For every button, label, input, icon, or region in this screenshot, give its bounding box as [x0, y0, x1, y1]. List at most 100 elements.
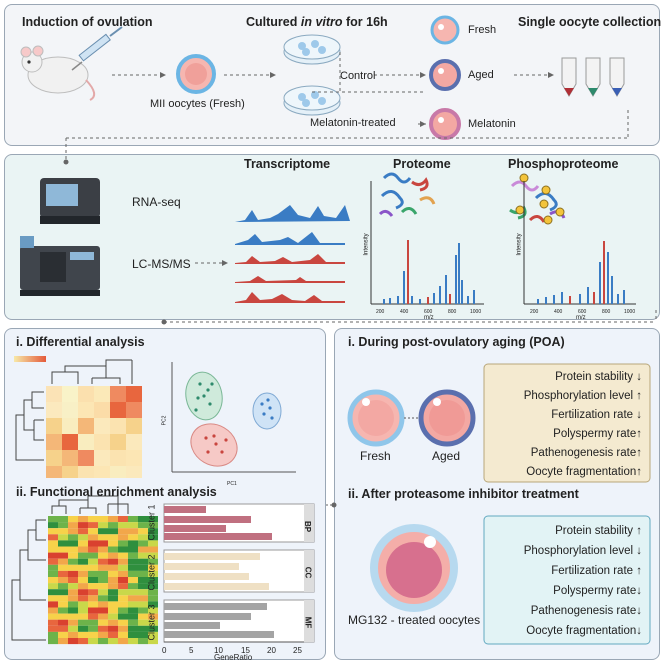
- heatmap-cell: [98, 552, 108, 559]
- heatmap-cell: [78, 534, 88, 541]
- heatmap-cell: [68, 595, 78, 602]
- heatmap-cell: [88, 540, 98, 547]
- heatmap-cell: [128, 564, 138, 571]
- heatmap-cell: [68, 570, 78, 577]
- gr-tick: 15: [241, 646, 250, 655]
- phosphoproteome-spectrum: [523, 181, 636, 305]
- heatmap-cell: [148, 613, 158, 620]
- heatmap-cell: [98, 564, 108, 571]
- heatmap-cell: [78, 558, 88, 565]
- heatmap-cell: [128, 613, 138, 620]
- heatmap-cell: [138, 613, 148, 620]
- heatmap-cell: [78, 583, 88, 590]
- heatmap-cell: [128, 601, 138, 608]
- heatmap-cell: [78, 607, 88, 614]
- heatmap-cell: [128, 516, 138, 523]
- heatmap-cell: [138, 583, 148, 590]
- heatmap-cell: [98, 601, 108, 608]
- heatmap-cell: [48, 540, 58, 547]
- heatmap-cell: [118, 638, 128, 645]
- heatmap-cell: [98, 583, 108, 590]
- heatmap-cell: [108, 546, 118, 553]
- heatmap-cell: [88, 589, 98, 596]
- heatmap-cell: [128, 595, 138, 602]
- heatmap-cell: [138, 570, 148, 577]
- heatmap-cell: [68, 552, 78, 559]
- heatmap-cell: [138, 552, 148, 559]
- heatmap-cell: [58, 528, 68, 535]
- heatmap-cell: [58, 601, 68, 608]
- heatmap-cell: [48, 516, 58, 523]
- heatmap-cell: [48, 607, 58, 614]
- heatmap-cell: [128, 558, 138, 565]
- heatmap-cell: [88, 570, 98, 577]
- heatmap-cell: [128, 534, 138, 541]
- phospho-tick: 800: [602, 309, 611, 315]
- proteome-tick: 600: [424, 309, 433, 315]
- heatmap-cell: [88, 564, 98, 571]
- heatmap-cell: [58, 583, 68, 590]
- heatmap-cell: [138, 595, 148, 602]
- inhibitor-item: Phosphorylation level ↓: [523, 545, 642, 557]
- heatmap-cell: [98, 528, 108, 535]
- heatmap-cell: [98, 638, 108, 645]
- heatmap-cell: [68, 601, 78, 608]
- gr-tick: 5: [189, 646, 194, 655]
- heatmap-cell: [48, 613, 58, 620]
- pca-plot: [171, 362, 296, 473]
- heatmap-cell: [118, 528, 128, 535]
- heatmap-cell: [68, 540, 78, 547]
- heatmap-cell: [68, 583, 78, 590]
- dendrogram-left: [15, 391, 44, 461]
- poa-item: Phosphorylation level ↑: [523, 390, 642, 402]
- proteome-spectrum: [370, 181, 484, 305]
- heatmap-cell: [78, 595, 88, 602]
- inhibitor-item: Pathenogenesis rate↓: [530, 605, 642, 617]
- heatmap-cell: [88, 601, 98, 608]
- heatmap-cell: [138, 522, 148, 529]
- heatmap-cell: [78, 570, 88, 577]
- heatmap-cell: [118, 583, 128, 590]
- heatmap-cell: [68, 625, 78, 632]
- heatmap-cell: [138, 631, 148, 638]
- heatmap-cell: [58, 631, 68, 638]
- heatmap-cell: [148, 625, 158, 632]
- pca-x-label: PC1: [227, 481, 237, 487]
- heatmap-cell: [68, 607, 78, 614]
- heatmap-cell: [138, 534, 148, 541]
- proteome-tick: 200: [376, 309, 385, 315]
- heatmap-cell: [68, 613, 78, 620]
- poa-box: [483, 363, 651, 483]
- poa-item: Oocyte fragmentation↑: [526, 466, 642, 478]
- heatmap-cell: [78, 540, 88, 547]
- gr-tick: 25: [293, 646, 302, 655]
- heatmap-functional: [48, 516, 158, 645]
- heatmap-cell: [128, 546, 138, 553]
- heatmap-cell: [78, 601, 88, 608]
- heatmap-cell: [108, 577, 118, 584]
- heatmap-cell: [108, 631, 118, 638]
- proteome-tick: 400: [400, 309, 409, 315]
- gr-tick: 20: [267, 646, 276, 655]
- heatmap-cell: [58, 613, 68, 620]
- protein-structures: [378, 172, 566, 223]
- heatmap-cell: [138, 619, 148, 626]
- heatmap-cell: [68, 546, 78, 553]
- heatmap-cell: [88, 583, 98, 590]
- heatmap-cell: [128, 583, 138, 590]
- heatmap-cell: [148, 522, 158, 529]
- heatmap-cell: [98, 546, 108, 553]
- heatmap-cell: [98, 516, 108, 523]
- heatmap-cell: [68, 638, 78, 645]
- heatmap-cell: [138, 558, 148, 565]
- heatmap-cell: [78, 546, 88, 553]
- heatmap-cell: [138, 528, 148, 535]
- heatmap-cell: [78, 522, 88, 529]
- mii-label: MII oocytes (Fresh): [150, 98, 245, 110]
- diff-analysis-title: i. Differential analysis: [16, 335, 145, 349]
- heatmap-cell: [88, 607, 98, 614]
- cultured-label: Cultured in vitro for 16h: [246, 15, 388, 29]
- inhibitor-box: [483, 515, 651, 645]
- heatmap-cell: [48, 522, 58, 529]
